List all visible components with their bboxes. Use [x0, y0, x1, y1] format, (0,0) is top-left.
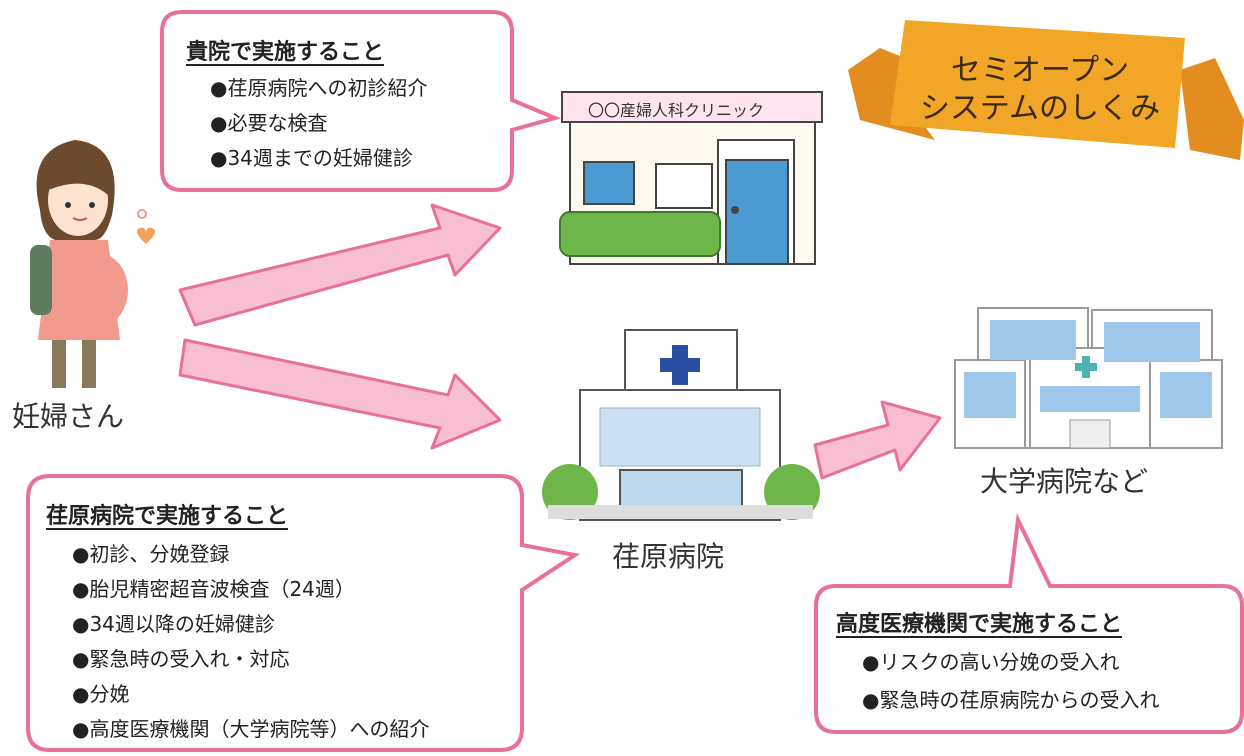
banner-line-1: セミオープン	[950, 53, 1130, 88]
callout-hospital-item: ●34週以降の妊婦健診	[72, 612, 275, 636]
arrow-to-university	[813, 400, 942, 480]
hospital-label: 荏原病院	[612, 540, 725, 573]
pregnant-woman-label: 妊婦さん	[12, 400, 125, 433]
callout-hospital-item: ●分娩	[72, 682, 130, 706]
clinic-illustration	[559, 91, 823, 265]
arrow-to-clinic	[178, 203, 502, 327]
university-hospital-illustration	[954, 307, 1223, 449]
callout-clinic-item: ●荏原病院への初診紹介	[210, 76, 428, 100]
university-label: 大学病院など	[980, 465, 1149, 498]
callout-advanced-heading: 高度医療機関で実施すること	[836, 612, 1123, 637]
callout-clinic-item: ●必要な検査	[210, 111, 328, 135]
callout-hospital-item: ●初診、分娩登録	[72, 542, 230, 566]
arrow-to-hospital	[178, 338, 502, 450]
pregnant-woman-illustration	[30, 140, 155, 388]
callout-hospital-heading: 荏原病院で実施すること	[46, 504, 289, 529]
callout-advanced-item: ●リスクの高い分娩の受入れ	[862, 650, 1120, 674]
callout-advanced-box	[814, 513, 1244, 734]
banner-ribbon	[848, 20, 1244, 160]
callout-clinic-box	[160, 10, 562, 192]
banner-title: セミオープン システムのしくみ	[905, 52, 1175, 128]
callout-hospital-item: ●緊急時の受入れ・対応	[72, 647, 290, 671]
callout-hospital-item: ●高度医療機関（大学病院等）への紹介	[72, 717, 430, 741]
callout-clinic-item: ●34週までの妊婦健診	[210, 146, 413, 170]
callout-hospital-box	[26, 474, 581, 752]
callout-clinic-heading: 貴院で実施すること	[186, 40, 385, 65]
hospital-illustration	[542, 329, 820, 521]
banner-line-2: システムのしくみ	[919, 91, 1161, 126]
callout-hospital-item: ●胎児精密超音波検査（24週）	[72, 577, 355, 601]
callout-advanced-item: ●緊急時の荏原病院からの受入れ	[862, 688, 1160, 712]
clinic-sign: 〇〇産婦人科クリニック	[588, 101, 765, 120]
